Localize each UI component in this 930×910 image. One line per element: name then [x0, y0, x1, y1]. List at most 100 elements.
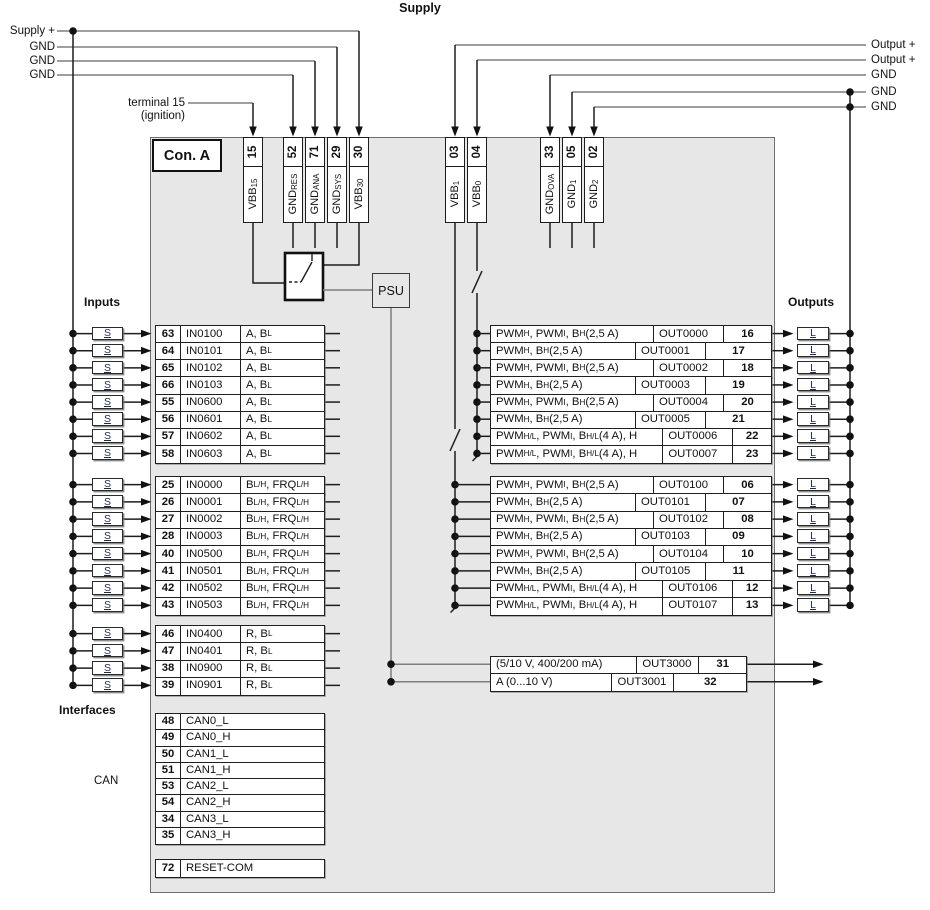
output-signal-name: OUT0106 — [663, 580, 734, 598]
arrowhead-right — [783, 364, 794, 372]
junction-dot — [846, 364, 854, 372]
output-pin-number: 22 — [745, 430, 759, 443]
input-signal-name: IN0002 — [181, 511, 241, 529]
pin-signal-name: VBB15 — [247, 178, 259, 209]
arrowhead-right — [783, 381, 794, 389]
junction-dot — [69, 27, 77, 35]
junction-dot — [69, 398, 77, 406]
can-pin-number: 50 — [156, 746, 181, 763]
interfaces-section-label: Interfaces — [59, 703, 116, 717]
pin-signal-name: GND1 — [566, 179, 578, 208]
arrowhead-right — [783, 480, 794, 489]
can-signal-name: CAN3_H — [186, 828, 231, 841]
output-pin-number: 31 — [716, 658, 729, 671]
l-box: L — [797, 563, 829, 578]
l-box: L — [797, 360, 829, 375]
junction-dot — [69, 498, 77, 506]
can-pin-number: 34 — [156, 811, 181, 828]
input-pin-number: 58 — [156, 445, 181, 463]
arrowhead-right — [783, 346, 794, 355]
output-signal-name: OUT0104 — [654, 546, 725, 563]
output-pin-number: 20 — [741, 396, 754, 409]
pin-signal-name: GND2 — [588, 179, 600, 208]
input-signal-name: IN0103 — [181, 377, 241, 394]
wire-label-gnd: GND — [29, 54, 55, 67]
junction-dot — [69, 532, 77, 541]
arrowhead-right — [783, 584, 794, 592]
input-signal-name: IN0601 — [181, 411, 241, 429]
junction-dot — [846, 103, 854, 111]
pin-number: 29 — [328, 138, 346, 167]
junction-dot — [846, 584, 854, 592]
junction-dot — [846, 449, 854, 458]
l-box: L — [797, 598, 829, 612]
input-signal-name: IN0900 — [181, 660, 241, 678]
l-box: L — [797, 477, 829, 492]
pin-signal-name: VBB1 — [449, 180, 461, 207]
junction-dot — [846, 381, 854, 389]
arrowhead-down — [355, 126, 363, 137]
inputs-section-label: Inputs — [84, 295, 120, 309]
pin-signal-name: GNDSYS — [331, 173, 343, 214]
reset-signal-name: RESET-COM — [186, 861, 254, 874]
junction-dot — [846, 432, 854, 441]
junction-dot — [846, 515, 854, 523]
l-box: L — [797, 377, 829, 392]
output-pin-number: 17 — [732, 344, 745, 357]
output-signal-name: OUT0004 — [654, 394, 725, 412]
arrowhead-right — [813, 660, 824, 669]
junction-dot — [69, 364, 77, 372]
s-box: S — [92, 661, 123, 675]
input-pin-number: 43 — [156, 597, 181, 615]
input-pin-number: 64 — [156, 343, 181, 360]
output-pin-number: 19 — [732, 379, 745, 392]
input-pin-number: 42 — [156, 580, 181, 598]
arrowhead-right — [783, 398, 794, 406]
s-box: S — [92, 395, 123, 409]
arrowhead-down — [546, 126, 554, 137]
junction-dot — [69, 381, 77, 389]
input-pin-number: 57 — [156, 428, 181, 446]
arrowhead-down — [249, 126, 257, 137]
output-signal-name: OUT0007 — [663, 445, 734, 463]
output-signal-name: OUT0006 — [663, 428, 734, 446]
pin-number: 71 — [306, 138, 324, 167]
output-pin-number: 10 — [741, 547, 754, 560]
output-pin-number: 09 — [732, 530, 745, 543]
output-pin-number: 18 — [741, 361, 754, 374]
output-pin-number: 13 — [745, 599, 759, 612]
input-signal-name: IN0400 — [181, 626, 241, 643]
supply-title: Supply — [399, 1, 441, 15]
